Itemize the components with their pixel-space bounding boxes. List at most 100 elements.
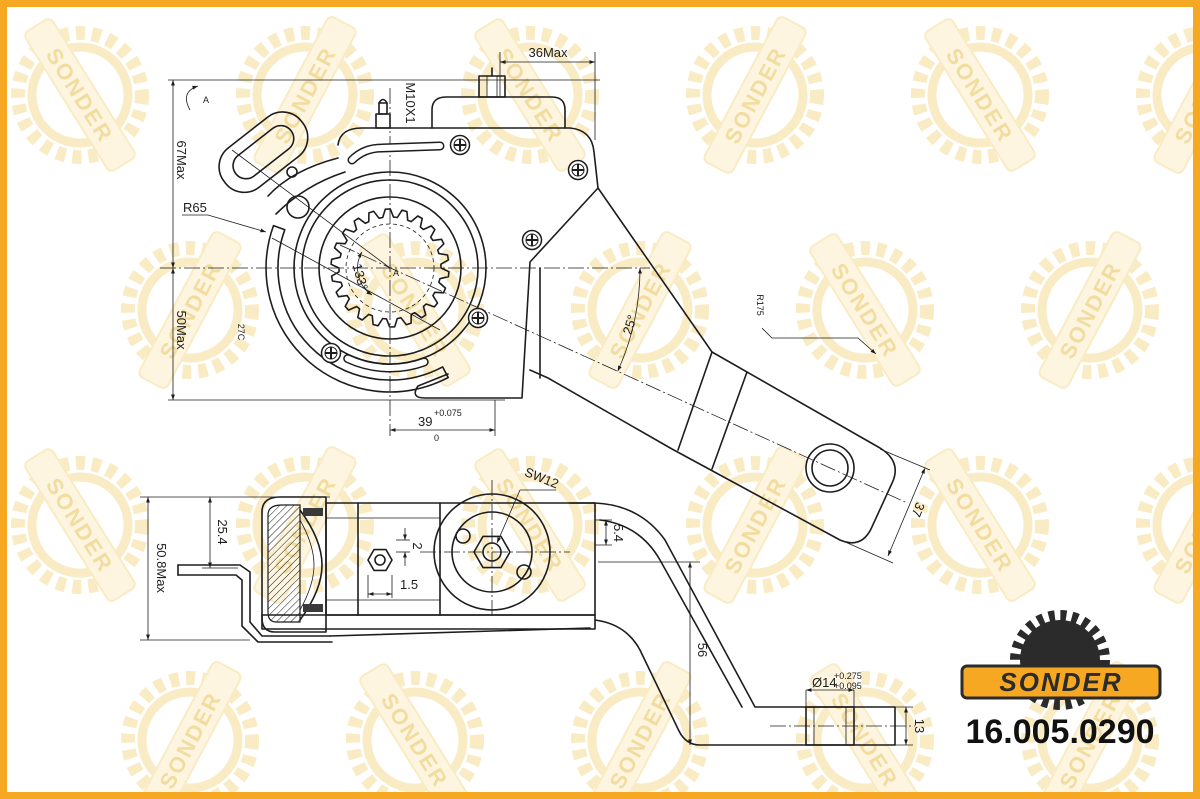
watermark-gear-ring xyxy=(927,472,1033,578)
dim-25-4-label: 25.4 xyxy=(215,519,230,544)
spline-teeth xyxy=(330,208,450,328)
watermark-gear-ring xyxy=(812,257,918,363)
watermark-band xyxy=(138,231,242,389)
grease-nipple xyxy=(375,98,391,129)
angle-25-label: 25° xyxy=(620,313,640,336)
seal-block xyxy=(303,508,323,516)
watermark-gear-icon xyxy=(911,26,1049,164)
watermark-band xyxy=(138,661,242,793)
dim-39-label: 39 xyxy=(418,414,432,429)
dim-56-label: 56 xyxy=(695,643,710,657)
watermark-band xyxy=(924,448,1036,602)
screw-icon xyxy=(467,307,489,329)
manual-adjust-lever xyxy=(218,111,346,219)
leader-r65 xyxy=(182,214,267,233)
extension-line xyxy=(879,448,931,471)
watermark-gear-ring xyxy=(702,472,808,578)
watermark-gear-ring xyxy=(702,42,808,148)
watermark-gear-ring xyxy=(252,472,358,578)
watermark-gear-ring xyxy=(362,687,468,793)
screw-icon xyxy=(567,159,589,181)
dim-50-8max-label: 50.8Max xyxy=(154,543,169,593)
watermark-band xyxy=(253,16,357,174)
slack-adjuster-arm xyxy=(529,187,896,544)
arm-hole-inner xyxy=(811,449,849,487)
watermark-band xyxy=(1038,231,1142,389)
watermark-gear-ring xyxy=(27,472,133,578)
dim-36max-label: 36Max xyxy=(528,45,568,60)
watermark-gear-ring xyxy=(252,42,358,148)
dim-37-label: 37 xyxy=(909,500,928,519)
dim-39-upper-tolerance: +0.075 xyxy=(434,408,462,418)
dim-line-37 xyxy=(887,467,926,557)
dim-67max-label: 67Max xyxy=(174,140,189,180)
watermark-gear-icon xyxy=(236,456,374,594)
adjusting-bolt xyxy=(478,67,506,98)
watermark-gear-ring xyxy=(362,257,468,363)
fitting-hex-icon xyxy=(367,548,393,572)
watermark-gear-icon xyxy=(1136,26,1194,164)
leader-sw12 xyxy=(496,489,556,544)
watermark-gear-icon xyxy=(1021,241,1159,379)
watermark-band xyxy=(703,446,807,604)
watermark-band xyxy=(703,16,807,174)
watermark-gear-icon xyxy=(346,671,484,793)
disc-pin xyxy=(516,564,532,580)
watermark-gear-icon xyxy=(796,671,934,793)
dim-50max-label: 50Max xyxy=(174,310,189,350)
watermark-gear-ring xyxy=(587,687,693,793)
watermark-gear-icon xyxy=(121,671,259,793)
lever-axis-line xyxy=(231,149,391,269)
watermark-band xyxy=(359,663,471,793)
mounting-bracket xyxy=(177,574,333,643)
part-number: 16.005.0290 xyxy=(965,713,1154,751)
fitting-bore xyxy=(374,554,386,566)
dim-2-label: 2 xyxy=(410,542,425,549)
watermark-band xyxy=(474,448,586,602)
dim-r175-label: R175 xyxy=(755,294,765,316)
brand-name: SONDER xyxy=(999,667,1122,697)
dim-d14-lower-tolerance: +0.095 xyxy=(834,681,862,691)
watermark-band xyxy=(924,18,1036,172)
housing-inner-ring xyxy=(301,179,479,357)
dim-27c-label: 27C xyxy=(236,324,246,341)
angle-25-arc xyxy=(617,267,642,372)
base-plate-edge xyxy=(329,627,591,637)
arm-bend-line xyxy=(677,351,713,451)
bottom-view-drawing: 50.8Max 25.4 2 1.5 SW12 5.4 56 Ø14 +0.27… xyxy=(140,464,927,746)
watermark-gear-icon xyxy=(11,26,149,164)
screw-icon xyxy=(320,342,342,364)
screw-icon xyxy=(521,229,543,251)
watermark-gear-ring xyxy=(812,687,918,793)
watermark-gear-icon xyxy=(796,241,934,379)
dim-13-label: 13 xyxy=(912,719,927,733)
hatched-section xyxy=(267,504,301,623)
watermark-band xyxy=(24,448,136,602)
watermark-gear-icon xyxy=(11,456,149,594)
watermark-gear-ring xyxy=(477,472,583,578)
dim-m10x1-label: M10X1 xyxy=(403,82,418,123)
sonder-logo: SONDER 16.005.0290 xyxy=(960,610,1162,751)
bottom-arm-edge xyxy=(599,519,743,708)
bottom-arm xyxy=(569,502,896,746)
dim-d14-label: Ø14 xyxy=(812,675,837,690)
watermark-gear-icon xyxy=(686,456,824,594)
watermark-band xyxy=(24,18,136,172)
dim-d14-upper-tolerance: +0.275 xyxy=(834,671,862,681)
watermark-gear-ring xyxy=(1152,473,1194,577)
housing-section xyxy=(261,496,327,633)
marker-a-label: A xyxy=(393,268,399,278)
watermark-gear-icon xyxy=(236,26,374,164)
extension-line xyxy=(842,540,894,564)
seal-curve xyxy=(299,509,323,621)
marker-a-label: A xyxy=(203,95,209,105)
screw-icon xyxy=(449,134,471,156)
dim-1-5-label: 1.5 xyxy=(400,577,418,592)
watermark-gear-ring xyxy=(1152,43,1194,147)
dim-r65-label: R65 xyxy=(183,200,207,215)
top-view-drawing: 36Max M10X1 67Max R65 50Max 133° 27C 25°… xyxy=(160,45,931,564)
logo-band xyxy=(960,664,1162,700)
watermark-gear-icon xyxy=(571,671,709,793)
rotation-arrow xyxy=(186,85,199,111)
